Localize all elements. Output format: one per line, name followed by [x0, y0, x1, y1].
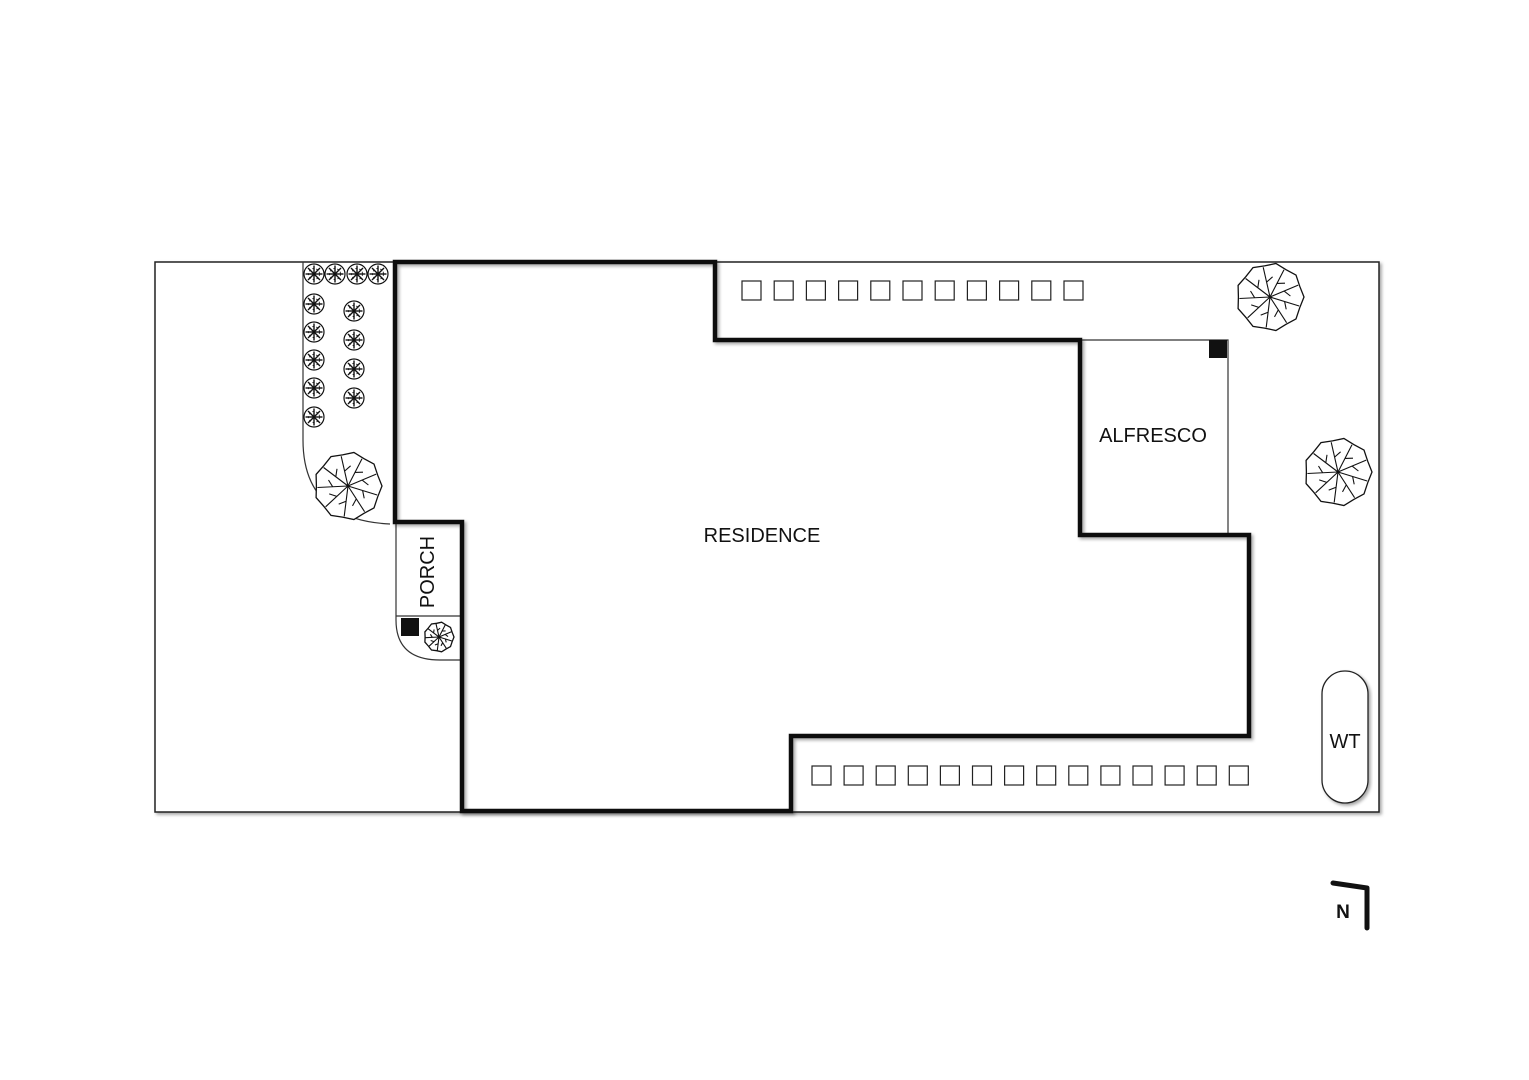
planter-row-south: [811, 765, 1249, 786]
water-tank: [1321, 670, 1369, 804]
alfresco-outline: [1080, 339, 1229, 535]
residence-walls: [392, 259, 1252, 814]
planter-box-icon: [811, 765, 832, 786]
planter-box-icon: [902, 280, 923, 301]
planter-box-icon: [1068, 765, 1089, 786]
water-tank-label: WT: [1329, 731, 1360, 753]
planter-box-icon: [1003, 765, 1025, 786]
tree-icon: [1237, 262, 1305, 332]
residence-label: RESIDENCE: [704, 525, 821, 547]
tree-icon: [1305, 437, 1373, 507]
planter-box-icon: [843, 765, 864, 786]
shrub-icon: [367, 263, 389, 285]
tree-icon: [424, 621, 455, 653]
shrub-icon: [303, 406, 325, 428]
planter-box-icon: [939, 765, 961, 786]
planter-box-icon: [971, 765, 993, 786]
shrub-icon: [303, 377, 325, 399]
tree-icon: [315, 451, 383, 521]
planter-box-icon: [934, 280, 955, 301]
planter-box-icon: [998, 280, 1020, 301]
porch-outline: [395, 522, 462, 661]
tree-group: [315, 262, 1373, 653]
planter-box-icon: [1036, 765, 1057, 786]
post-icon: [401, 618, 419, 636]
planter-box-icon: [1164, 765, 1185, 786]
shrub-icon: [324, 263, 346, 285]
planter-box-icon: [1100, 765, 1121, 786]
shrub-group: [303, 263, 389, 428]
planter-box-icon: [1132, 765, 1153, 786]
planter-box-icon: [1031, 280, 1052, 301]
planter-row-north: [741, 280, 1084, 301]
planter-box-icon: [907, 765, 928, 786]
north-arrow-icon: N: [1330, 880, 1370, 931]
shrub-icon: [343, 387, 365, 409]
planter-box-icon: [805, 280, 827, 301]
north-label: N: [1336, 902, 1350, 923]
shrub-icon: [303, 263, 325, 285]
planter-box-icon: [966, 280, 988, 301]
shrub-icon: [343, 358, 365, 380]
planter-box-icon: [1063, 280, 1084, 301]
planter-box-icon: [1196, 765, 1217, 786]
planter-box-icon: [1228, 765, 1249, 786]
shrub-icon: [346, 263, 368, 285]
shrub-icon: [303, 349, 325, 371]
shrub-icon: [303, 293, 325, 315]
planter-box-icon: [837, 280, 859, 301]
planter-box-icon: [773, 280, 794, 301]
planter-box-icon: [741, 280, 762, 301]
post-icon: [1209, 340, 1227, 358]
planter-box-icon: [870, 280, 891, 301]
shrub-icon: [303, 321, 325, 343]
alfresco-label: ALFRESCO: [1099, 425, 1207, 447]
shrub-icon: [343, 300, 365, 322]
planter-box-icon: [875, 765, 896, 786]
shrub-icon: [343, 329, 365, 351]
porch-label: PORCH: [417, 536, 439, 608]
